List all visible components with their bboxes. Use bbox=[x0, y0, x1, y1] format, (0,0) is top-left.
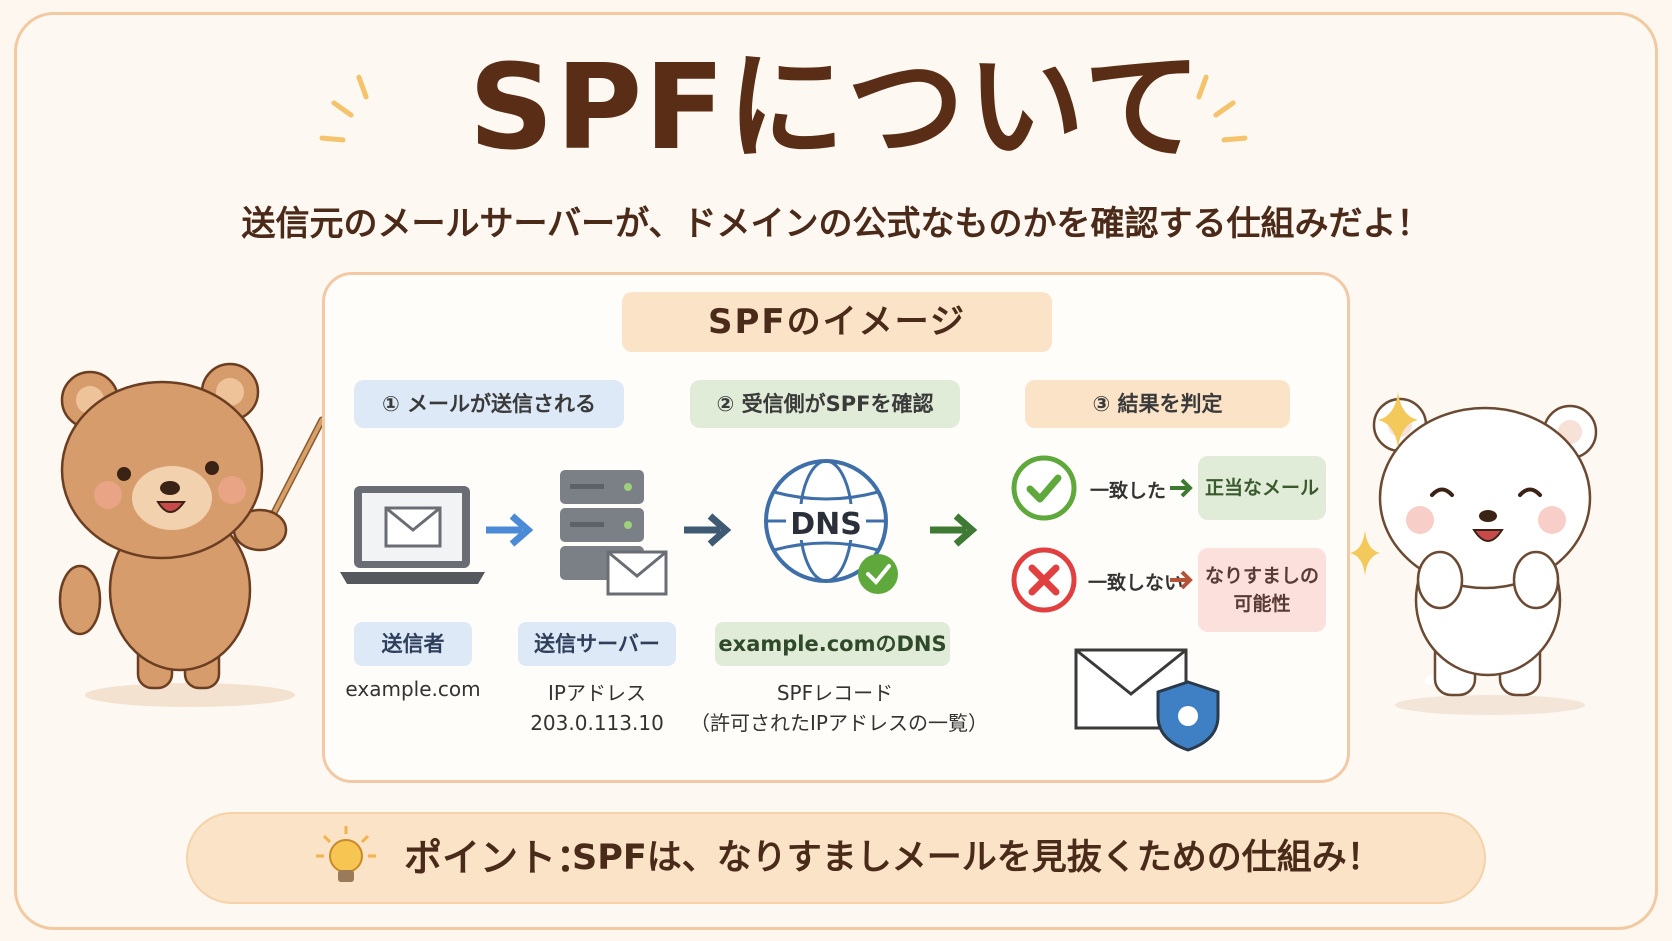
server-label: 送信サーバー bbox=[518, 622, 676, 666]
spf-record-label: SPFレコード bbox=[776, 681, 894, 705]
result-spoofing: なりすましの 可能性 bbox=[1198, 548, 1326, 632]
server-ip: IPアドレス 203.0.113.10 bbox=[500, 678, 694, 738]
sparkle-icon bbox=[1378, 392, 1418, 448]
point-label: ポイント： bbox=[404, 836, 595, 880]
lightbulb-icon bbox=[316, 826, 376, 882]
dns-label: DNS bbox=[790, 507, 862, 542]
arrow-right-icon bbox=[1170, 570, 1193, 590]
arrow-right-icon bbox=[684, 513, 732, 547]
spf-record-caption: SPFレコード （許可されたIPアドレスの一覧） bbox=[690, 678, 988, 738]
page-title: SPFについて bbox=[468, 38, 1204, 176]
result-spoofing-line1: なりすましの bbox=[1204, 565, 1319, 587]
condition-match: 一致した bbox=[1090, 480, 1167, 502]
brown-bear-illustration bbox=[58, 362, 326, 707]
result-legitimate: 正当なメール bbox=[1198, 456, 1326, 520]
white-bear-illustration bbox=[1372, 397, 1598, 715]
step-send: ① メールが送信される bbox=[354, 380, 624, 428]
laptop-mail-icon bbox=[340, 486, 485, 584]
result-spoofing-line2: 可能性 bbox=[1233, 593, 1291, 615]
mail-shield-icon bbox=[1074, 648, 1220, 752]
sender-domain: example.com bbox=[345, 677, 481, 701]
arrow-right-icon bbox=[930, 513, 978, 547]
step-check: ② 受信側がSPFを確認 bbox=[690, 380, 960, 428]
sparkle-icon bbox=[1350, 530, 1380, 576]
point-text: SPFは、なりすましメールを見抜くための仕組み！ bbox=[572, 838, 1382, 878]
server-ip-label: IPアドレス bbox=[548, 681, 646, 705]
cross-circle-icon bbox=[1011, 547, 1077, 613]
sender-label: 送信者 bbox=[354, 622, 472, 666]
arrow-right-icon bbox=[1170, 478, 1193, 498]
condition-mismatch: 一致しない bbox=[1088, 572, 1184, 594]
dns-globe-icon: DNS bbox=[764, 459, 898, 594]
panel-title: SPFのイメージ bbox=[622, 292, 1052, 352]
page-subtitle: 送信元のメールサーバーが、ドメインの公式なものかを確認する仕組みだよ！ bbox=[241, 204, 1431, 244]
check-circle-icon bbox=[1011, 455, 1077, 521]
point-banner bbox=[186, 812, 1486, 904]
step-judge: ③ 結果を判定 bbox=[1025, 380, 1290, 428]
server-icon bbox=[560, 470, 668, 596]
dns-record-label: example.comのDNS bbox=[715, 622, 950, 666]
spf-record-desc: （許可されたIPアドレスの一覧） bbox=[690, 711, 988, 735]
server-ip-value: 203.0.113.10 bbox=[530, 711, 664, 735]
arrow-right-icon bbox=[486, 513, 534, 547]
